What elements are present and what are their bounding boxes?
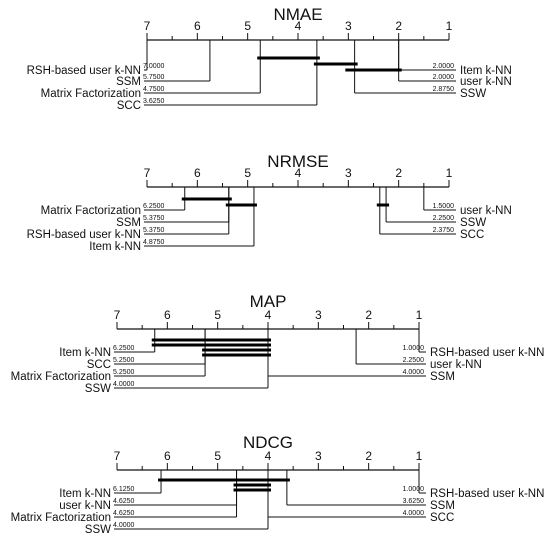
- map-method-label: RSH-based user k-NN: [430, 347, 544, 359]
- map-method-label: Matrix Factorization: [11, 371, 111, 383]
- nrmse-tick-label: 3: [345, 166, 352, 180]
- map-tick-label: 4: [265, 308, 272, 322]
- nmae-rank-label: 4.7500: [143, 86, 165, 93]
- ndcg-tick-label: 7: [114, 449, 121, 463]
- nmae-rank-label: 2.8750: [433, 86, 455, 93]
- map-method-label: Item k-NN: [59, 347, 111, 359]
- ndcg-method-label: RSH-based user k-NN: [430, 488, 544, 500]
- nrmse-rank-label: 5.3750: [143, 227, 165, 234]
- nrmse-method-label: SCC: [460, 229, 484, 241]
- nmae-tick-label: 4: [295, 19, 302, 33]
- ndcg-rank-label: 4.6250: [113, 498, 135, 505]
- nrmse-tick-label: 2: [395, 166, 402, 180]
- ndcg-tick-label: 5: [214, 449, 221, 463]
- nmae-method-label: SSM: [116, 76, 141, 88]
- ndcg-method-label: SCC: [430, 512, 454, 524]
- ndcg-tick-label: 2: [365, 449, 372, 463]
- ndcg-rank-label: 4.6250: [113, 510, 135, 517]
- map-tick-label: 7: [114, 308, 121, 322]
- nmae-method-label: user k-NN: [460, 76, 512, 88]
- map-method-label: SCC: [87, 359, 111, 371]
- ndcg-rank-label: 4.0000: [403, 510, 425, 517]
- nmae-tick-label: 1: [446, 19, 453, 33]
- nrmse-method-label: Matrix Factorization: [41, 205, 141, 217]
- ndcg-rank-label: 1.0000: [403, 486, 425, 493]
- map-tick-label: 2: [365, 308, 372, 322]
- nrmse-rank-label: 6.2500: [143, 203, 165, 210]
- nmae-rank-label: 2.0000: [433, 63, 455, 70]
- nrmse-tick-label: 4: [295, 166, 302, 180]
- nmae-tick-label: 6: [194, 19, 201, 33]
- nmae-method-label: Matrix Factorization: [41, 88, 141, 100]
- nrmse-method-label: Item k-NN: [89, 241, 141, 253]
- nrmse-rank-label: 5.3750: [143, 215, 165, 222]
- map-rank-label: 6.2500: [113, 345, 135, 352]
- nrmse-tick-label: 1: [446, 166, 453, 180]
- map-method-label: SSM: [430, 371, 455, 383]
- nmae-tick-label: 5: [244, 19, 251, 33]
- ndcg-tick-label: 3: [315, 449, 322, 463]
- nmae-rank-label: 3.6250: [143, 98, 165, 105]
- ndcg-method-label: SSW: [85, 524, 111, 536]
- map-rank-label: 4.0000: [403, 369, 425, 376]
- nmae-rank-label: 2.0000: [433, 74, 455, 81]
- nrmse-method-label: user k-NN: [460, 205, 512, 217]
- nrmse-rank-label: 1.5000: [433, 203, 455, 210]
- ndcg-rank-label: 4.0000: [113, 522, 135, 529]
- ndcg-tick-label: 1: [416, 449, 423, 463]
- nrmse-method-label: SSW: [460, 217, 486, 229]
- ndcg-method-label: SSM: [430, 500, 455, 512]
- nmae-tick-label: 3: [345, 19, 352, 33]
- ndcg-method-label: user k-NN: [59, 500, 111, 512]
- nrmse-method-label: RSH-based user k-NN: [27, 229, 141, 241]
- map-rank-label: 5.2500: [113, 357, 135, 364]
- nrmse-rank-label: 4.8750: [143, 239, 165, 246]
- map-tick-label: 6: [164, 308, 171, 322]
- ndcg-method-label: Matrix Factorization: [11, 512, 111, 524]
- map-tick-label: 5: [214, 308, 221, 322]
- nmae-method-label: SSW: [460, 88, 486, 100]
- nrmse-tick-label: 6: [194, 166, 201, 180]
- map-tick-label: 3: [315, 308, 322, 322]
- nmae-tick-label: 2: [395, 19, 402, 33]
- nrmse-title: NRMSE: [267, 152, 328, 171]
- ndcg-title: NDCG: [243, 433, 293, 452]
- ndcg-tick-label: 4: [265, 449, 272, 463]
- map-tick-label: 1: [416, 308, 423, 322]
- nrmse-method-label: SSM: [116, 217, 141, 229]
- nmae-method-label: SCC: [117, 100, 141, 112]
- nrmse-rank-label: 2.2500: [433, 215, 455, 222]
- nmae-rank-label: 7.0000: [143, 63, 165, 70]
- map-rank-label: 1.0000: [403, 345, 425, 352]
- map-rank-label: 5.2500: [113, 369, 135, 376]
- nmae-method-label: RSH-based user k-NN: [27, 65, 141, 77]
- ndcg-method-label: Item k-NN: [59, 488, 111, 500]
- nmae-rank-label: 5.7500: [143, 74, 165, 81]
- nmae-method-label: Item k-NN: [460, 65, 512, 77]
- nrmse-tick-label: 5: [244, 166, 251, 180]
- ndcg-rank-label: 3.6250: [403, 498, 425, 505]
- map-method-label: SSW: [85, 383, 111, 395]
- nrmse-tick-label: 7: [144, 166, 151, 180]
- nrmse-rank-label: 2.3750: [433, 227, 455, 234]
- nmae-title: NMAE: [273, 5, 322, 24]
- map-rank-label: 4.0000: [113, 381, 135, 388]
- ndcg-rank-label: 6.1250: [113, 486, 135, 493]
- map-rank-label: 2.2500: [403, 357, 425, 364]
- map-method-label: user k-NN: [430, 359, 482, 371]
- nmae-tick-label: 7: [144, 19, 151, 33]
- map-title: MAP: [250, 292, 287, 311]
- ndcg-tick-label: 6: [164, 449, 171, 463]
